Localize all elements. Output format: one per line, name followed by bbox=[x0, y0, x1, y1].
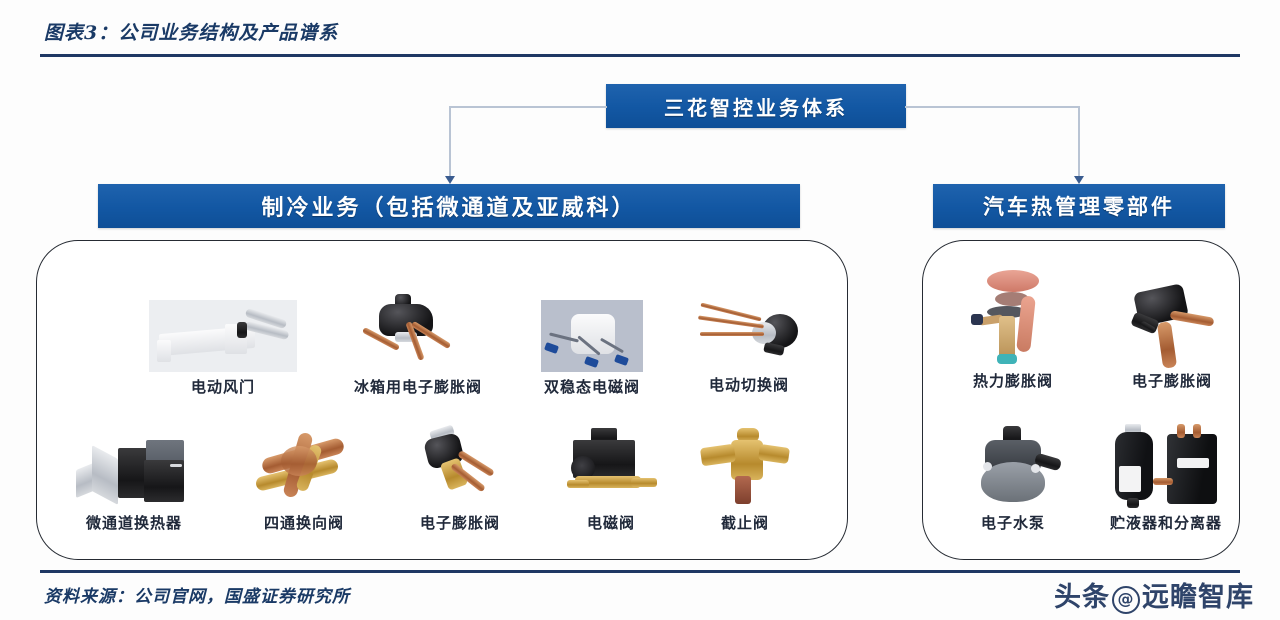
watermark-left-text: 头条 bbox=[1054, 582, 1110, 613]
page-title: 图表3：公司业务结构及产品谱系 bbox=[44, 22, 339, 44]
product-caption: 贮液器和分离器 bbox=[1109, 514, 1222, 532]
product-caption: 电子膨胀阀 bbox=[1131, 372, 1212, 390]
product-bistable-solenoid[interactable]: 双稳态电磁阀 bbox=[527, 300, 657, 397]
product-caption: 电子水泵 bbox=[980, 514, 1045, 532]
watermark: 头条@远瞻智库 bbox=[1054, 575, 1254, 614]
product-air-damper[interactable]: 电动风门 bbox=[148, 300, 298, 397]
product-caption: 电动风门 bbox=[190, 378, 255, 396]
panel-refrigeration-products bbox=[36, 240, 848, 560]
product-electric-switch-valve[interactable]: 电动切换阀 bbox=[688, 294, 810, 395]
branch-header-auto-thermal[interactable]: 汽车热管理零部件 bbox=[933, 184, 1225, 228]
header-rule bbox=[40, 54, 1240, 57]
product-microchannel-exchanger[interactable]: 微通道换热器 bbox=[64, 432, 204, 533]
connector-arrow-left bbox=[445, 176, 455, 184]
product-electric-water-pump[interactable]: 电子水泵 bbox=[958, 424, 1068, 533]
product-caption: 双稳态电磁阀 bbox=[543, 378, 640, 396]
product-caption: 截止阀 bbox=[720, 514, 769, 532]
branch-header-refrigeration[interactable]: 制冷业务（包括微通道及亚威科） bbox=[98, 184, 800, 228]
product-four-way-valve[interactable]: 四通换向阀 bbox=[242, 424, 366, 533]
root-node-business-system[interactable]: 三花智控业务体系 bbox=[606, 84, 906, 128]
product-eev[interactable]: 电子膨胀阀 bbox=[404, 424, 516, 533]
product-caption: 电子膨胀阀 bbox=[419, 514, 500, 532]
connector-root-left-vertical bbox=[449, 106, 451, 178]
product-thermal-expansion-valve[interactable]: 热力膨胀阀 bbox=[960, 268, 1066, 391]
panel-auto-thermal-products bbox=[922, 240, 1240, 560]
connector-root-right-vertical bbox=[1078, 106, 1080, 178]
connector-arrow-right bbox=[1074, 176, 1084, 184]
product-stop-valve[interactable]: 截止阀 bbox=[690, 424, 800, 533]
product-caption: 热力膨胀阀 bbox=[972, 372, 1053, 390]
product-receiver-separator[interactable]: 贮液器和分离器 bbox=[1098, 422, 1234, 533]
source-note: 资料来源：公司官网，国盛证券研究所 bbox=[44, 587, 350, 607]
product-caption: 电动切换阀 bbox=[708, 376, 789, 394]
product-fridge-eev[interactable]: 冰箱用电子膨胀阀 bbox=[338, 288, 498, 397]
watermark-right-text: 远瞻智库 bbox=[1142, 582, 1254, 613]
product-caption: 电磁阀 bbox=[586, 514, 635, 532]
connector-root-right-horizontal bbox=[905, 106, 1079, 108]
product-caption: 冰箱用电子膨胀阀 bbox=[353, 378, 482, 396]
product-caption: 微通道换热器 bbox=[85, 514, 182, 532]
footer-rule bbox=[40, 570, 1240, 573]
product-caption: 四通换向阀 bbox=[263, 514, 344, 532]
product-auto-eev[interactable]: 电子膨胀阀 bbox=[1118, 280, 1226, 391]
at-icon: @ bbox=[1112, 586, 1140, 614]
connector-root-left-horizontal bbox=[449, 106, 607, 108]
product-solenoid-valve[interactable]: 电磁阀 bbox=[556, 424, 666, 533]
